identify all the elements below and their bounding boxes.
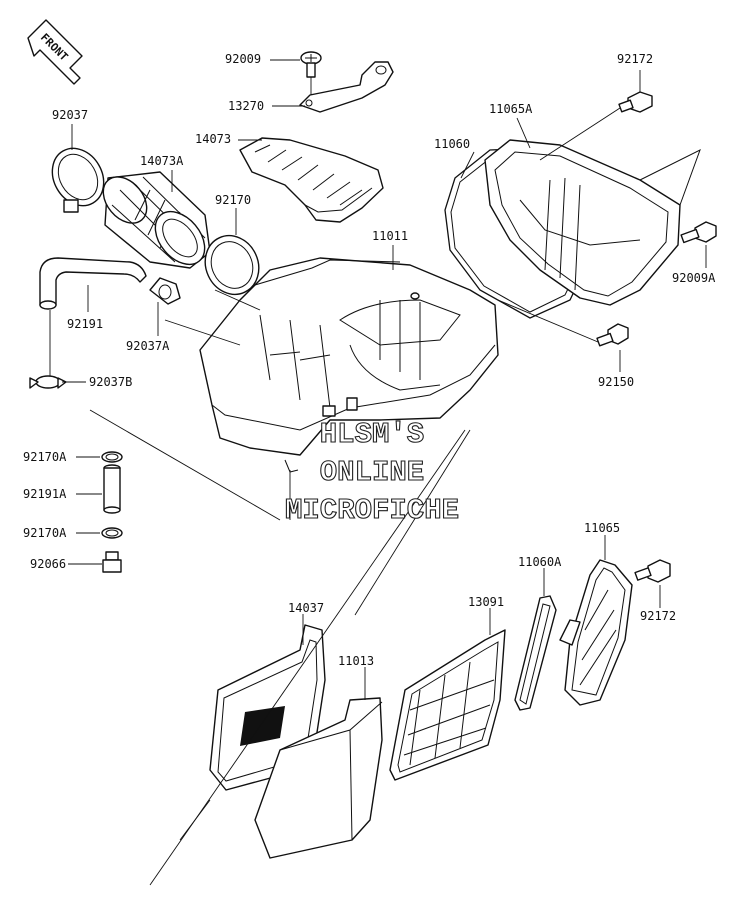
bolt-92172-bottom — [634, 559, 671, 608]
front-arrow-icon: FRONT — [27, 19, 83, 85]
bracket-13270 — [299, 61, 394, 113]
gasket-11060A — [514, 568, 557, 711]
label-13091: 13091 — [468, 595, 504, 609]
label-92170: 92170 — [215, 193, 251, 207]
clamp-92037 — [51, 147, 105, 213]
label-14037: 14037 — [288, 601, 324, 615]
label-92009A: 92009A — [672, 271, 716, 285]
bolt-92009A — [680, 221, 717, 268]
label-92170A-lower: 92170A — [23, 526, 67, 540]
label-13270: 13270 — [228, 99, 264, 113]
watermark-line-2: ONLINE — [320, 456, 424, 489]
label-11013: 11013 — [338, 654, 374, 668]
plug-92066 — [102, 551, 122, 573]
clamp-92170A-upper — [101, 451, 123, 463]
label-92172-top: 92172 — [617, 52, 653, 66]
hose-92191 — [39, 257, 147, 382]
label-92037B: 92037B — [89, 375, 132, 389]
clip-92037B — [29, 375, 67, 389]
label-14073A: 14073A — [140, 154, 184, 168]
label-92037: 92037 — [52, 108, 88, 122]
label-92037A: 92037A — [126, 339, 170, 353]
label-92172-bottom: 92172 — [640, 609, 676, 623]
part-labels: 92009 13270 92037 14073 14073A 92170 110… — [23, 52, 716, 668]
watermark-line-3: MICROFICHE — [285, 494, 459, 527]
label-11060: 11060 — [434, 137, 470, 151]
foam-11013 — [254, 667, 383, 859]
label-11065A: 11065A — [489, 102, 533, 116]
tube-92191A — [103, 464, 121, 514]
label-92170A-upper: 92170A — [23, 450, 67, 464]
label-14073: 14073 — [195, 132, 231, 146]
bolt-92150 — [497, 299, 629, 372]
label-92066: 92066 — [30, 557, 66, 571]
bolt-92172-top — [539, 70, 653, 161]
cover-11065A — [484, 117, 701, 306]
label-11060A: 11060A — [518, 555, 562, 569]
clamp-92170A-lower — [101, 527, 123, 539]
duct-14073 — [239, 137, 384, 223]
label-11011: 11011 — [372, 229, 408, 243]
label-92009: 92009 — [225, 52, 261, 66]
watermark-line-1: HLSM'S — [320, 418, 424, 451]
intake-14073A — [102, 171, 211, 269]
label-11065: 11065 — [584, 521, 620, 535]
cover-11065 — [559, 535, 633, 706]
watermark: HLSM'S ONLINE MICROFICHE — [284, 417, 459, 527]
clamp-92170 — [204, 208, 260, 296]
screen-13091 — [389, 608, 506, 781]
label-92191A: 92191A — [23, 487, 67, 501]
label-92150: 92150 — [598, 375, 634, 389]
label-92191: 92191 — [67, 317, 103, 331]
leader-lines — [89, 289, 471, 886]
air-box-11011 — [199, 257, 499, 473]
clamp-92037A — [149, 277, 181, 305]
